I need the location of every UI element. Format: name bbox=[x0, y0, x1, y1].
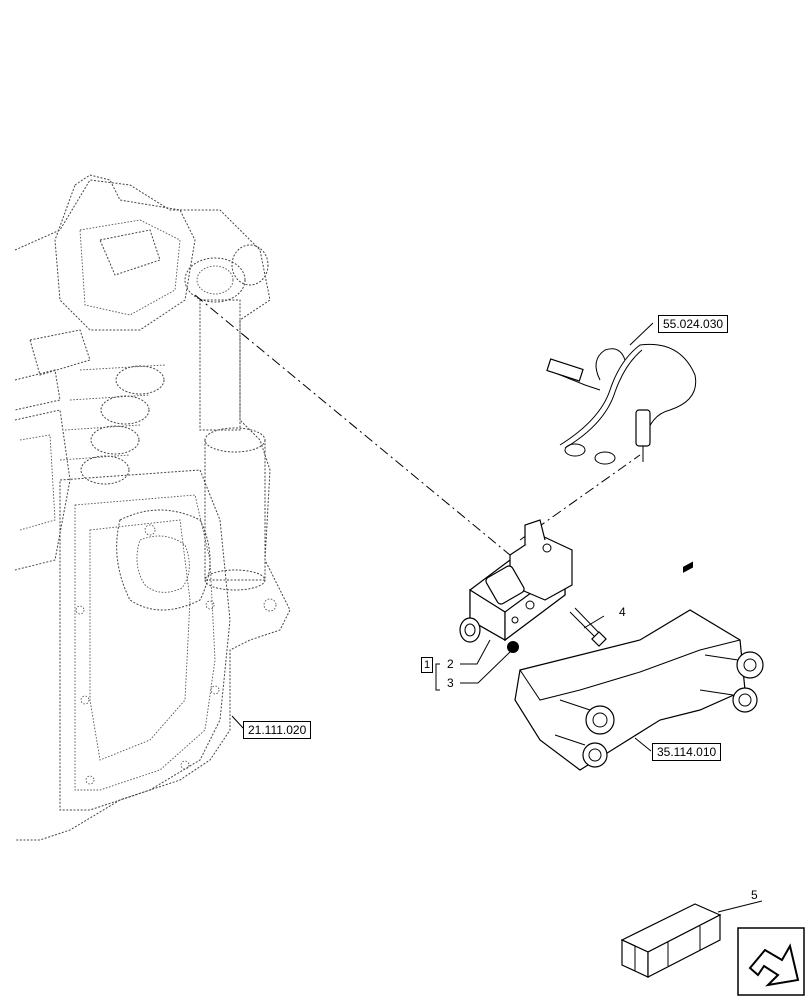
flange-bolts bbox=[75, 524, 277, 785]
leader-lines bbox=[231, 322, 763, 913]
oring-callout: 3 bbox=[447, 676, 454, 690]
valve-callout: 2 bbox=[447, 657, 454, 671]
transmission-housing bbox=[14, 174, 291, 841]
coupler-assembly bbox=[514, 609, 764, 771]
kit-callout: 1 bbox=[421, 657, 433, 673]
valve-assembly bbox=[459, 519, 573, 643]
couplers-reference[interactable]: 35.114.010 bbox=[652, 743, 722, 761]
bolt-callout: 4 bbox=[619, 605, 626, 619]
crate-callout: 5 bbox=[751, 888, 758, 902]
crate-icon bbox=[620, 561, 722, 978]
alignment-lines bbox=[194, 294, 641, 556]
harness-reference[interactable]: 55.024.030 bbox=[658, 315, 729, 333]
housing-reference[interactable]: 21.111.020 bbox=[243, 721, 312, 739]
mounting-bolt bbox=[569, 607, 607, 647]
wiring-harness bbox=[546, 343, 697, 465]
o-ring bbox=[507, 641, 519, 653]
arrow-icon bbox=[737, 927, 805, 996]
